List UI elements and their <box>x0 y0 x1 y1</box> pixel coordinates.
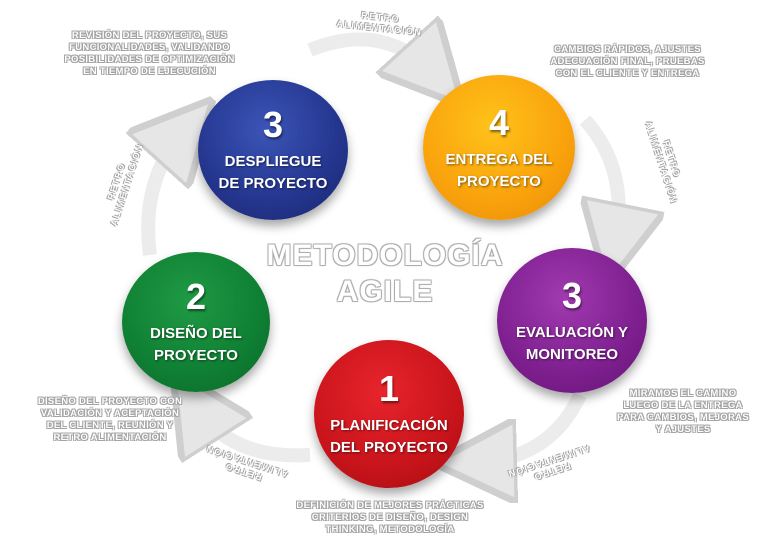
title-line2: AGILE <box>336 275 434 308</box>
stage-number: 3 <box>262 104 284 145</box>
stage-despliegue: 3 DESPLIEGUE DE PROYECTO <box>198 80 348 220</box>
note-line: FUNCIONALIDADES, VALIDANDO <box>69 42 230 53</box>
note-line: DISEÑO DEL PROYECTO CON <box>37 396 183 407</box>
stage-number: 4 <box>488 101 510 143</box>
note-line: CON EL CLIENTE Y ENTREGA <box>555 68 700 79</box>
note-line: VALIDACIÓN Y ACEPTACIÓN <box>40 408 180 419</box>
stage-label: DISEÑO DEL PROYECTO <box>150 323 242 367</box>
note-evaluacion: MIRAMOS EL CAMINO LUEGO DE LA ENTREGA PA… <box>608 388 758 436</box>
note-line: MIRAMOS EL CAMINO <box>629 388 737 399</box>
note-line: PARA CAMBIOS, MEJORAS <box>617 412 749 423</box>
note-despliegue: REVISIÓN DEL PROYECTO, SUS FUNCIONALIDAD… <box>62 30 237 78</box>
note-line: POSIBILIDADES DE OPTIMIZACIÓN <box>64 54 235 65</box>
stage-planificacion: 1 PLANIFICACIÓN DEL PROYECTO <box>314 340 464 488</box>
stage-number: 2 <box>185 276 207 317</box>
note-entrega: CAMBIOS RÁPIDOS, AJUSTES ADECUACIÓN FINA… <box>540 44 715 80</box>
note-line: Y AJUSTES <box>655 424 711 435</box>
stage-evaluacion: 3 EVALUACIÓN Y MONITOREO <box>497 248 647 393</box>
stage-label-line2: MONITOREO <box>525 345 619 363</box>
stage-label-line2: PROYECTO <box>154 347 238 364</box>
stage-label: PLANIFICACIÓN DEL PROYECTO <box>330 415 448 459</box>
note-line: LUEGO DE LA ENTREGA <box>623 400 743 411</box>
title-line1: METODOLOGÍA <box>266 239 504 272</box>
arrow-bl <box>195 405 311 455</box>
note-line: CRITERIOS DE DISEÑO, DESIGN <box>311 512 469 523</box>
note-line: ADECUACIÓN FINAL, PRUEBAS <box>550 56 705 67</box>
arrow-right <box>585 115 619 245</box>
note-line: DEFINICIÓN DE MEJORES PRÁCTICAS <box>296 500 484 511</box>
arrow-top <box>307 39 435 75</box>
stage-label: DESPLIEGUE DE PROYECTO <box>219 151 328 195</box>
diagram-title: METODOLOGÍA AGILE <box>260 238 510 310</box>
note-line: THINKING, METODOLOGÍA <box>325 524 455 535</box>
arrow-br <box>475 391 587 462</box>
note-line: EN TIEMPO DE EJECUCIÓN <box>83 66 216 77</box>
arrow-left <box>148 130 185 256</box>
note-diseno: DISEÑO DEL PROYECTO CON VALIDACIÓN Y ACE… <box>25 396 195 444</box>
note-line: DEL CLIENTE, REUNIÓN Y <box>46 420 174 431</box>
stage-number: 1 <box>378 368 400 409</box>
stage-label-line1: DISEÑO DEL <box>150 325 242 342</box>
stage-label-line2: DEL PROYECTO <box>330 439 448 456</box>
stage-label: ENTREGA DEL PROYECTO <box>446 149 553 193</box>
note-line: RETRO ALIMENTACIÓN <box>53 432 167 443</box>
stage-diseno: 2 DISEÑO DEL PROYECTO <box>122 252 270 392</box>
stage-label-line1: ENTREGA DEL <box>445 150 553 168</box>
stage-label-line1: EVALUACIÓN Y <box>516 323 628 341</box>
note-line: CAMBIOS RÁPIDOS, AJUSTES <box>554 44 701 55</box>
stage-label-line1: DESPLIEGUE <box>224 153 322 170</box>
note-planificacion: DEFINICIÓN DE MEJORES PRÁCTICAS CRITERIO… <box>290 500 490 536</box>
stage-label-line2: DE PROYECTO <box>218 175 328 192</box>
stage-number: 3 <box>561 274 583 316</box>
note-line: REVISIÓN DEL PROYECTO, SUS <box>71 30 228 41</box>
stage-label: EVALUACIÓN Y MONITOREO <box>516 322 628 366</box>
stage-label-line1: PLANIFICACIÓN <box>330 417 448 434</box>
stage-label-line2: PROYECTO <box>457 172 541 190</box>
stage-entrega: 4 ENTREGA DEL PROYECTO <box>423 75 575 220</box>
